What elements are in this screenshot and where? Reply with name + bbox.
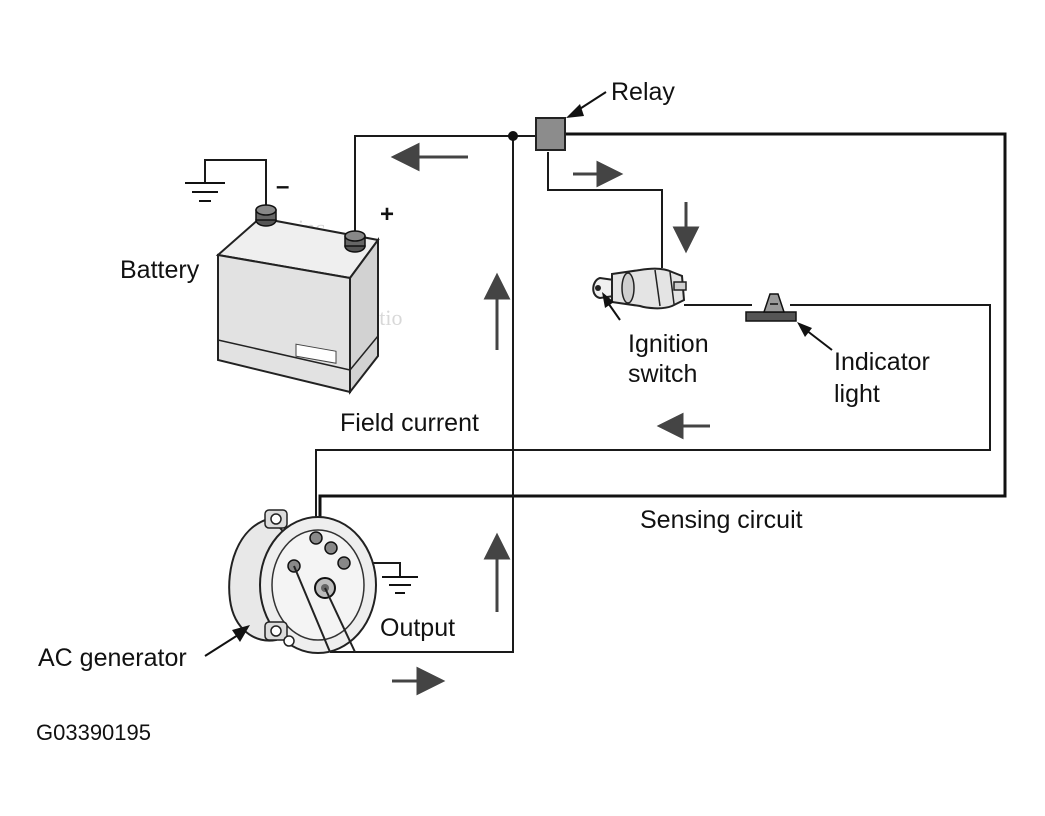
arrow-ignition-down	[672, 202, 700, 254]
output-wire	[330, 136, 514, 653]
arrow-field-left	[390, 142, 468, 172]
battery-negative-sign: –	[276, 173, 289, 200]
battery-ground-symbol	[185, 182, 225, 202]
indicator-to-field-wire	[315, 304, 991, 540]
junction-dot	[508, 131, 518, 141]
field-current-label: Field current	[340, 409, 479, 437]
ignition-leader-arrowhead	[602, 292, 614, 308]
arrow-indicator-left	[656, 412, 710, 440]
arrow-output-up	[483, 532, 511, 612]
battery-label: Battery	[120, 256, 200, 284]
ac-generator-label: AC generator	[38, 644, 187, 672]
generator-sense-terminal	[324, 541, 338, 555]
generator-leader	[204, 634, 239, 657]
indicator-light	[745, 293, 797, 322]
relay-to-ignition-wire	[547, 152, 663, 268]
relay-main-wire	[318, 132, 1007, 540]
generator-field-terminal	[309, 531, 323, 545]
output-label: Output	[380, 614, 455, 642]
generator-ground-symbol	[382, 576, 418, 594]
ignition-switch-label-line1: Ignition	[628, 330, 709, 358]
relay-box	[535, 117, 566, 151]
arrow-field-up	[483, 272, 511, 350]
generator-ground-terminal	[337, 556, 351, 570]
battery-ground-wire	[204, 159, 267, 210]
battery	[215, 204, 380, 395]
relay-label: Relay	[611, 78, 675, 106]
ignition-switch	[592, 267, 687, 310]
battery-positive-sign: +	[380, 201, 394, 228]
relay-leader-arrowhead	[566, 104, 584, 118]
indicator-leader	[805, 329, 833, 351]
indicator-light-label-line1: Indicator	[834, 348, 930, 376]
battery-positive-wire	[354, 135, 538, 236]
indicator-leader-arrowhead	[797, 322, 812, 337]
arrow-relay-right	[573, 160, 624, 188]
arrow-output-right	[392, 666, 446, 696]
ac-generator	[228, 509, 377, 654]
indicator-light-label-line2: light	[834, 380, 880, 408]
sensing-circuit-label: Sensing circuit	[640, 506, 803, 534]
generator-leader-arrowhead	[232, 625, 250, 642]
ignition-switch-label-line2: switch	[628, 360, 697, 388]
figure-code-label: G03390195	[36, 720, 151, 745]
